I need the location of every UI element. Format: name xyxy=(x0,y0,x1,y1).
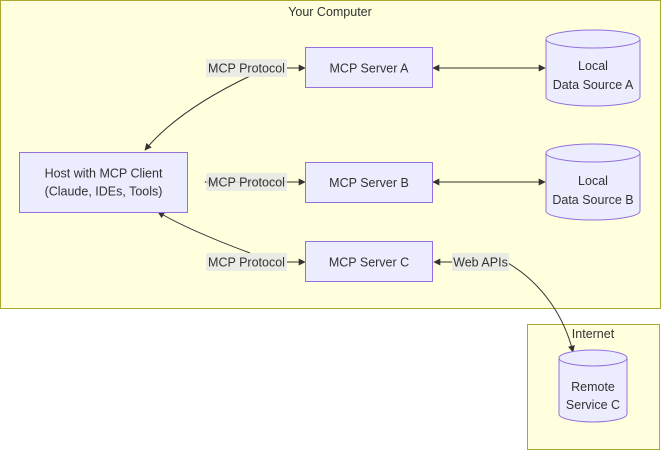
cluster-your-computer-title: Your Computer xyxy=(288,5,372,19)
remote-service-c-database-icon[interactable]: Remote Service C xyxy=(558,349,628,423)
server-c-label: MCP Server C xyxy=(329,256,409,270)
remote-service-c-label-line-2: Service C xyxy=(566,398,620,412)
data-source-b-label-line-2: Data Source B xyxy=(552,193,633,207)
server-b-node[interactable]: MCP Server B xyxy=(305,162,433,203)
edge-host-server-c xyxy=(157,211,251,254)
server-a-label: MCP Server A xyxy=(330,62,410,76)
cluster-internet: Internet xyxy=(527,324,660,450)
svg-text:MCP Protocol: MCP Protocol xyxy=(208,176,285,190)
svg-text:MCP Protocol: MCP Protocol xyxy=(208,256,285,270)
server-a-node[interactable]: MCP Server A xyxy=(305,47,433,88)
data-source-a-label-line-2: Data Source A xyxy=(553,78,634,92)
edge-label-mcp-protocol-b: MCP Protocol xyxy=(206,173,287,191)
svg-text:Web APIs: Web APIs xyxy=(453,256,508,270)
host-node-label-line-1: Host with MCP Client xyxy=(45,167,163,181)
edge-label-web-apis: Web APIs xyxy=(452,253,509,271)
server-b-label: MCP Server B xyxy=(329,176,409,190)
host-node-label-line-2: (Claude, IDEs, Tools) xyxy=(45,185,163,199)
data-source-a-database-icon[interactable]: Local Data Source A xyxy=(545,29,641,107)
cluster-internet-title: Internet xyxy=(572,327,615,341)
edge-label-mcp-protocol-a: MCP Protocol xyxy=(206,59,287,77)
edge-web-apis-remote xyxy=(507,262,575,353)
remote-service-c-label-line-1: Remote xyxy=(571,380,615,394)
server-c-node[interactable]: MCP Server C xyxy=(305,241,433,282)
edge-label-mcp-protocol-c: MCP Protocol xyxy=(206,253,287,271)
data-source-a-label-line-1: Local xyxy=(578,59,608,73)
edges xyxy=(144,64,575,353)
svg-text:MCP Protocol: MCP Protocol xyxy=(208,62,285,76)
data-source-b-label-line-1: Local xyxy=(578,174,608,188)
host-node[interactable]: Host with MCP Client (Claude, IDEs, Tool… xyxy=(19,152,188,213)
edge-host-server-a xyxy=(144,75,251,151)
data-source-b-database-icon[interactable]: Local Data Source B xyxy=(545,143,641,221)
